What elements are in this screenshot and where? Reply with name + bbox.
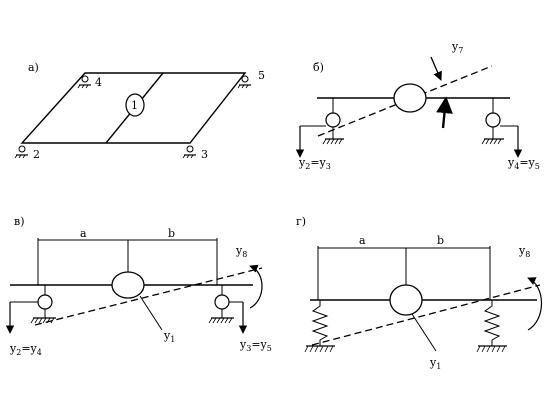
label-y1-v: y1	[163, 329, 175, 344]
panel-v-label: в)	[14, 215, 24, 228]
node-5-label: 5	[258, 69, 265, 82]
arrow-y7	[430, 56, 442, 81]
node-3-label: 3	[201, 148, 208, 161]
label-left-b: y2=y3	[298, 156, 331, 171]
panel-b-label: б)	[313, 61, 324, 74]
panel-a: а) 1 4 5 2 3	[14, 61, 265, 161]
leader-y1-g	[411, 313, 437, 352]
node-2-label: 2	[33, 148, 40, 161]
spring-left-g	[304, 300, 335, 353]
leader-y1-v	[139, 295, 163, 331]
label-y7: y7	[451, 40, 463, 55]
dim-b-g: b	[437, 234, 444, 247]
spring-right-g	[476, 300, 507, 353]
node-4-label: 4	[95, 76, 102, 89]
label-y8-v: y8	[235, 244, 247, 259]
dim-b-v: b	[168, 227, 175, 240]
support-3	[182, 145, 196, 159]
dim-a-g: a	[359, 234, 366, 247]
mass-b	[393, 83, 427, 113]
mass-g	[389, 284, 423, 316]
tilted-line-v	[34, 267, 263, 326]
arrow-up-b	[436, 96, 453, 129]
node-1-label: 1	[131, 99, 138, 112]
label-left-v: y2=y4	[9, 342, 42, 357]
label-right-b: y4=y5	[507, 156, 540, 171]
label-y1-g: y1	[429, 356, 441, 371]
panel-g-label: г)	[296, 215, 306, 228]
label-right-v: y3=y5	[239, 338, 272, 353]
rotation-arc-g	[527, 277, 542, 331]
rotation-arc-v	[249, 264, 263, 309]
dim-a-v: a	[80, 227, 87, 240]
support-right-b	[481, 98, 523, 158]
support-right-v	[208, 285, 248, 334]
panel-g: г) a b y1 y8	[296, 215, 542, 371]
support-5	[237, 75, 251, 89]
label-y8-g: y8	[518, 244, 530, 259]
panel-v: в) a b y1 y2=y4	[5, 215, 272, 357]
support-4	[77, 75, 91, 89]
support-2	[14, 145, 28, 159]
plate-outline	[20, 72, 247, 144]
support-left-b	[295, 98, 344, 158]
panel-b: б) y7 y2=y3 y4=y5	[295, 40, 540, 171]
mass-v	[111, 271, 145, 299]
node-1-circle	[125, 93, 145, 117]
support-left-v	[5, 285, 56, 334]
panel-a-label: а)	[28, 61, 39, 74]
tilted-line-g	[311, 284, 541, 346]
